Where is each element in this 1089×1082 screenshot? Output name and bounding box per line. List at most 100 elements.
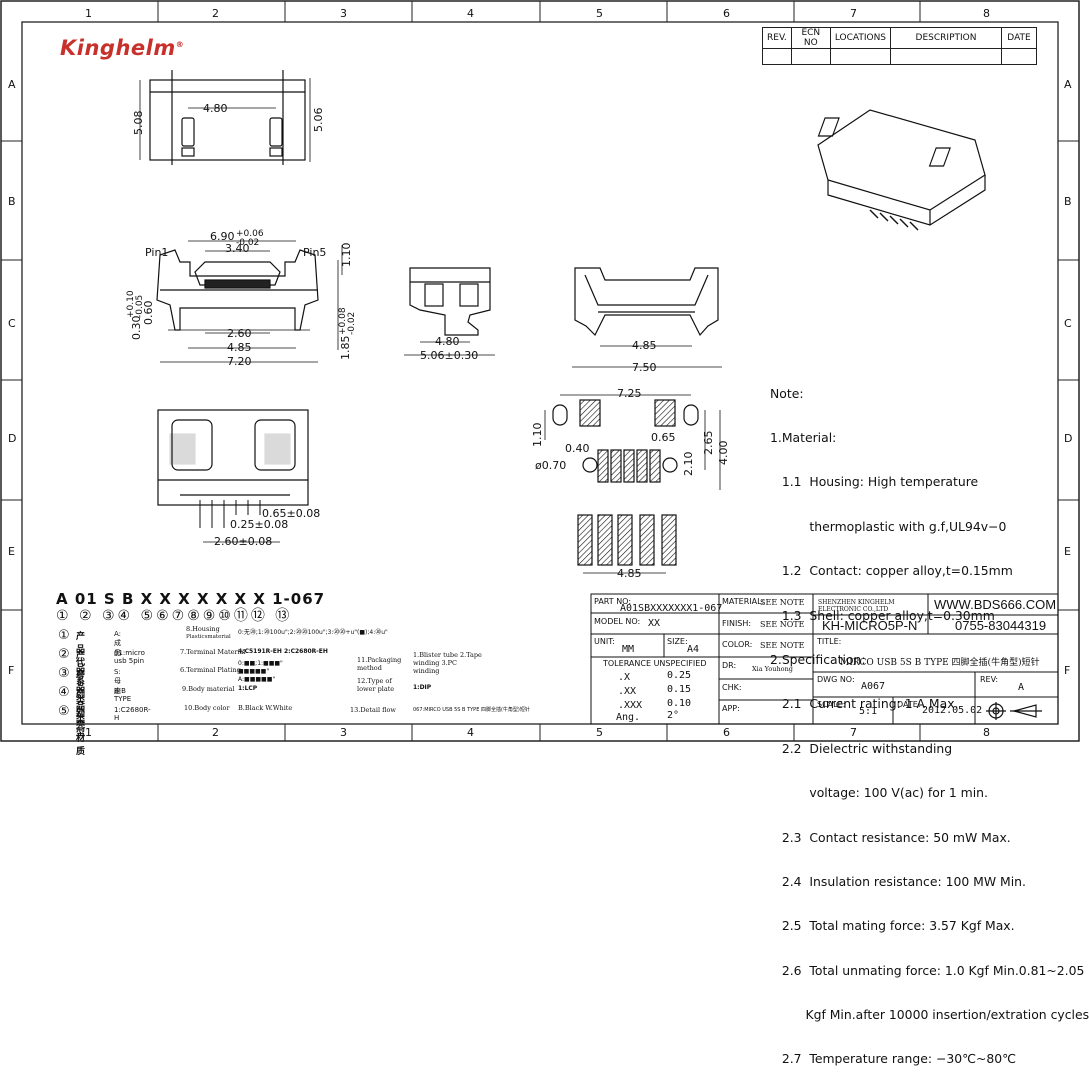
body-color-label: 10.Body color [184, 704, 230, 712]
plating-options-1: 0:■■;1:■■■" [238, 660, 283, 667]
packaging-options: 1.Blister tube 2.Tape winding 3.PC windi… [413, 651, 482, 675]
mechanical-drawing: 4.80 5.08 5.06 6.90 +0.06 -0.02 3.40 Pin… [126, 70, 986, 580]
dim-pcb-485: 4.85 [617, 567, 642, 580]
note-line: 2.3 Contact resistance: 50 mW Max. [770, 829, 1011, 845]
note-line: voltage: 100 V(ac) for 1 min. [770, 785, 988, 801]
index-icon: ① [58, 628, 70, 643]
dim-front-185-tol-lo: -0.02 [347, 312, 357, 335]
model-no-label: MODEL NO: [594, 617, 641, 626]
body-material-options: 1:LCP [238, 685, 258, 692]
note-line: 2.7 Temperature range: −30℃~80℃ [770, 1051, 1017, 1067]
part-no-label: PART NO: [594, 597, 632, 606]
row-value: B:B TYPE [114, 687, 132, 703]
pcb-layout [544, 394, 721, 574]
plating-options-2: ■■■■■" [238, 668, 270, 675]
chk-label: CHK: [722, 683, 742, 692]
index-icon: ② [58, 647, 70, 662]
index-icon: ④ [58, 685, 70, 700]
note-line: 2.5 Total mating force: 3.57 Kgf Max. [770, 918, 1015, 934]
tol-xx-value: 0.15 [667, 684, 692, 695]
zone-label-bottom-7: 7 [850, 726, 857, 739]
note-line: 1.Material: [770, 429, 837, 445]
dim-pcb-phi070: ø0.70 [535, 459, 566, 472]
dim-bottom-260: 2.60±0.08 [214, 535, 272, 548]
dim-pcb-040: 0.40 [565, 442, 590, 455]
dim-front-110: 1.10 [340, 243, 353, 268]
detail-flow-options: 067:MIRCO USB 5S B TYPE 四脚全插(牛角型)短针 [413, 707, 530, 713]
rear-view [572, 267, 722, 368]
projection-symbol-icon [986, 702, 1042, 720]
row-value: S:母座 [114, 668, 121, 695]
part-no-value: A01SBXXXXXXX1-067 [620, 603, 723, 614]
dim-front-690: 6.90 [210, 230, 235, 243]
zone-label-top-4: 4 [467, 7, 474, 20]
scale-label: SCALE: [817, 700, 846, 709]
dim-side-480: 4.80 [435, 335, 460, 348]
zone-label-right-a: A [1064, 78, 1072, 91]
body-material-label: 9.Body material [182, 685, 235, 693]
finish-value: SEE NOTE [760, 620, 805, 629]
phone: 0755-83044319 [955, 618, 1047, 633]
body-color-options: B.Black W.White [238, 704, 293, 712]
dim-front-260: 2.60 [227, 327, 252, 340]
tol-x-value: 0.25 [667, 670, 692, 681]
note-line: 2.2 Dielectric withstanding [770, 740, 953, 756]
dim-rear-485: 4.85 [632, 339, 657, 352]
material-label: MATERIAL: [722, 597, 765, 606]
color-value: SEE NOTE [760, 641, 805, 650]
notes-block: Note: 1.Material: 1.1 Housing: High temp… [770, 357, 1089, 1082]
housing-sublabel: Plasticsmaterial [186, 634, 231, 640]
zone-label-left-e: E [8, 545, 15, 558]
part-number-name: KH-MICRO5P-N [822, 618, 918, 633]
lower-plate-label: 12.Type of lower plate [357, 677, 395, 693]
zone-label-bottom-5: 5 [596, 726, 603, 739]
dr-value: Xia Youhong [752, 665, 793, 673]
dim-pcb-265: 2.65 [702, 431, 715, 456]
zone-label-right-e: E [1064, 545, 1071, 558]
model-no-value: XX [648, 618, 661, 629]
zone-label-bottom-6: 6 [723, 726, 730, 739]
dim-top-506: 5.06 [312, 108, 325, 133]
zone-label-top-2: 2 [212, 7, 219, 20]
dim-rear-750: 7.50 [632, 361, 657, 374]
dim-front-185: 1.85 [339, 336, 352, 361]
dr-label: DR: [722, 661, 737, 670]
note-line: Note: [770, 385, 804, 401]
index-icon: ⑤ [58, 704, 70, 719]
zone-label-right-b: B [1064, 195, 1072, 208]
note-line: 1.2 Contact: copper alloy,t=0.15mm [770, 563, 1013, 579]
locations-header: LOCATIONS [829, 27, 892, 49]
note-line: 1.1 Housing: High temperature [770, 474, 979, 490]
dim-pcb-400: 4.00 [717, 441, 730, 466]
row-label: 产品类别 [76, 670, 86, 719]
dim-front-485: 4.85 [227, 341, 252, 354]
zone-label-top-6: 6 [723, 7, 730, 20]
zone-label-right-c: C [1064, 317, 1072, 330]
terminal-plating-label: 6.Terminal Plating [180, 666, 241, 674]
scale-value: 5:1 [859, 706, 878, 717]
dim-front-690-tol-hi: +0.06 [236, 229, 264, 239]
unit-label: UNIT: [594, 637, 615, 646]
zone-label-bottom-4: 4 [467, 726, 474, 739]
dim-front-185-tol-hi: +0.08 [338, 307, 348, 335]
zone-label-right-f: F [1064, 664, 1071, 677]
detail-flow-label: 13.Detail flow [350, 706, 396, 714]
dim-bottom-025: 0.25±0.08 [230, 518, 288, 531]
company-name: SHENZHEN KINGHELM ELECTRONIC CO.,LTD [818, 599, 895, 613]
zone-label-right-d: D [1064, 432, 1073, 445]
note-line: thermoplastic with g.f,UL94v−0 [770, 518, 1007, 534]
row-label: 产品代号 [76, 632, 86, 681]
tol-xxx-label: .XXX [618, 700, 643, 711]
title-label: TITLE: [817, 637, 842, 646]
zone-label-top-1: 1 [85, 7, 92, 20]
zone-label-bottom-3: 3 [340, 726, 347, 739]
tol-xx-label: .XX [618, 686, 637, 697]
dim-top-508: 5.08 [132, 111, 145, 136]
unit-value: MM [622, 644, 635, 655]
pin1-label: Pin1 [145, 246, 168, 259]
dim-front-030-tol-hi: +0.10 [126, 290, 136, 318]
front-view [156, 240, 343, 363]
dwg-no-label: DWG NO: [817, 675, 855, 684]
zone-label-top-8: 8 [983, 7, 990, 20]
zone-label-bottom-2: 2 [212, 726, 219, 739]
